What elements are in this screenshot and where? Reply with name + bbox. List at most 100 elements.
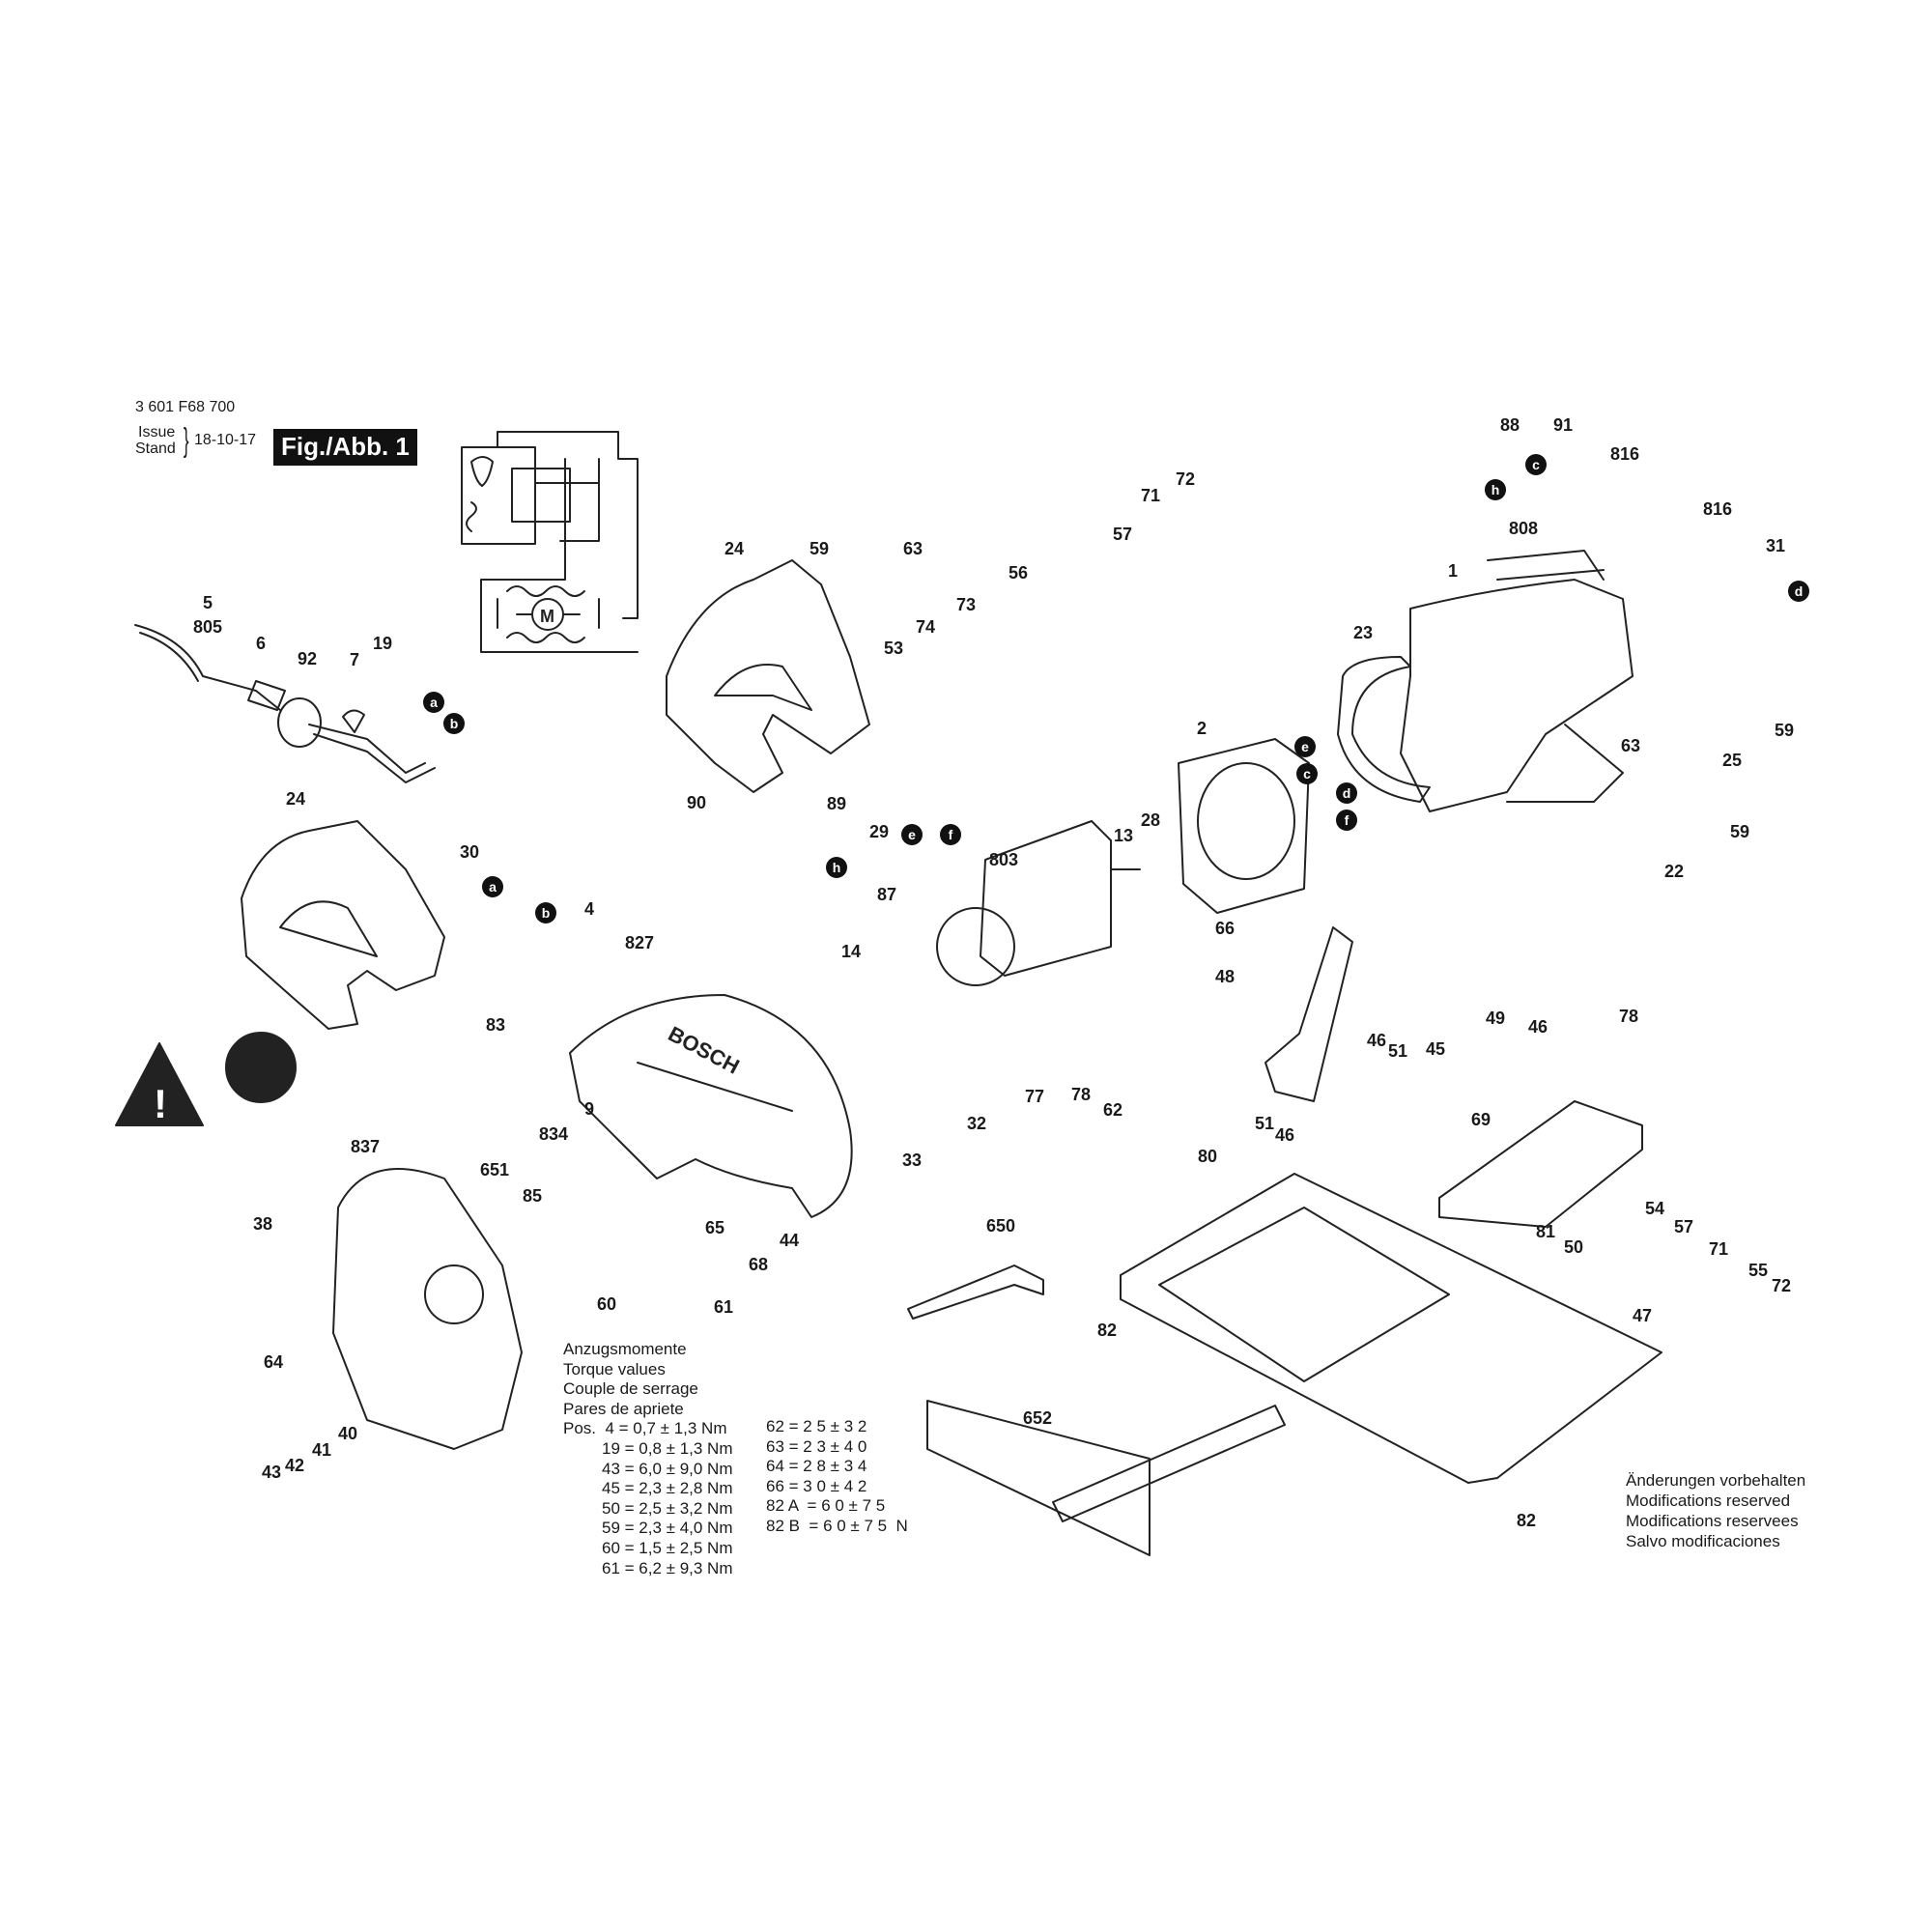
marker-a-cord: a (423, 692, 444, 713)
part-805: 805 (193, 617, 222, 637)
part-43: 43 (262, 1463, 281, 1482)
blade-guard (569, 994, 853, 1218)
svg-text:h: h (833, 860, 841, 875)
torque-title: Couple de serrage (563, 1379, 698, 1399)
part-46-b: 46 (1367, 1031, 1386, 1050)
modifications-line: Änderungen vorbehalten (1626, 1471, 1806, 1490)
part-6: 6 (256, 634, 266, 653)
depth-bracket (1264, 926, 1353, 1102)
part-41: 41 (312, 1440, 331, 1460)
part-7: 7 (350, 650, 359, 669)
marker-h-terminal: h (826, 857, 847, 878)
part-30: 30 (460, 842, 479, 862)
modifications-line: Salvo modificaciones (1626, 1532, 1780, 1550)
part-837: 837 (351, 1137, 380, 1156)
part-24-left: 24 (286, 789, 305, 809)
part-85: 85 (523, 1186, 542, 1206)
part-61: 61 (714, 1297, 733, 1317)
part-32: 32 (967, 1114, 986, 1133)
rip-fence (926, 1400, 1286, 1556)
part-65: 65 (705, 1218, 724, 1237)
part-62: 62 (1103, 1100, 1122, 1120)
marker-a-switch: a (482, 876, 503, 897)
manual-icon (225, 1032, 297, 1103)
header-brace: } (183, 422, 189, 459)
part-652: 652 (1023, 1408, 1052, 1428)
marker-c-brush: c (1525, 454, 1547, 475)
part-827: 827 (625, 933, 654, 952)
part-90: 90 (687, 793, 706, 812)
brand-text: BOSCH (665, 1021, 744, 1078)
modifications-note: Änderungen vorbehalten Modifications res… (1626, 1470, 1805, 1551)
part-51-b: 51 (1255, 1114, 1274, 1133)
warning-triangle (115, 1042, 204, 1126)
marker-d-stator: d (1336, 782, 1357, 804)
part-74: 74 (916, 617, 935, 637)
part-47: 47 (1633, 1306, 1652, 1325)
part-45: 45 (1426, 1039, 1445, 1059)
part-650: 650 (986, 1216, 1015, 1236)
wiring-schematic (461, 431, 639, 653)
lower-guard (332, 1168, 523, 1450)
torque-row: 64 = 2 8 ± 3 4 (766, 1457, 867, 1476)
part-63-right: 63 (1621, 736, 1640, 755)
part-64: 64 (264, 1352, 283, 1372)
svg-text:a: a (430, 695, 438, 710)
part-50: 50 (1564, 1237, 1583, 1257)
part-92: 92 (298, 649, 317, 668)
part-59-right: 59 (1775, 721, 1794, 740)
handle-housing-left (241, 820, 445, 1030)
part-69: 69 (1471, 1110, 1491, 1129)
torque-row: 60 = 1,5 ± 2,5 Nm (602, 1538, 733, 1557)
svg-text:d: d (1795, 583, 1804, 599)
marker-b-cord: b (443, 713, 465, 734)
marker-d-brush: d (1788, 581, 1809, 602)
svg-text:b: b (542, 905, 551, 921)
part-73: 73 (956, 595, 976, 614)
part-53: 53 (884, 639, 903, 658)
svg-text:c: c (1532, 457, 1540, 472)
modifications-line: Modifications reserved (1626, 1492, 1791, 1510)
part-22: 22 (1664, 862, 1684, 881)
marker-c-stator: c (1296, 763, 1318, 784)
part-57-top: 57 (1113, 525, 1132, 544)
part-88: 88 (1500, 415, 1520, 435)
torque-row: 66 = 3 0 ± 4 2 (766, 1476, 867, 1495)
part-48: 48 (1215, 967, 1235, 986)
part-82-top: 82 (1097, 1321, 1117, 1340)
part-63-top: 63 (903, 539, 923, 558)
svg-text:b: b (450, 716, 459, 731)
part-28: 28 (1141, 810, 1160, 830)
part-72-top: 72 (1176, 469, 1195, 489)
part-71-right: 71 (1709, 1239, 1728, 1259)
torque-row: 63 = 2 3 ± 4 0 (766, 1436, 867, 1456)
torque-row: Pos. 4 = 0,7 ± 1,3 Nm (563, 1419, 727, 1438)
torque-title: Anzugsmomente (563, 1340, 687, 1358)
pivot-bracket (1438, 1100, 1643, 1228)
motor-housing (1400, 550, 1634, 812)
part-2: 2 (1197, 719, 1207, 738)
part-1: 1 (1448, 561, 1458, 581)
torque-row: 61 = 6,2 ± 9,3 Nm (602, 1558, 733, 1577)
svg-text:e: e (908, 827, 916, 842)
marker-e-terminal: e (901, 824, 923, 845)
part-49: 49 (1486, 1009, 1505, 1028)
part-834: 834 (539, 1124, 568, 1144)
motor-symbol: M (540, 607, 554, 626)
part-44: 44 (780, 1231, 799, 1250)
part-5: 5 (203, 593, 213, 612)
part-816-a: 816 (1610, 444, 1639, 464)
svg-text:a: a (489, 879, 497, 895)
base-plate (1120, 1173, 1662, 1484)
part-59-top: 59 (810, 539, 829, 558)
marker-f-terminal: f (940, 824, 961, 845)
part-46-a: 46 (1528, 1017, 1548, 1037)
marker-h-brush: h (1485, 479, 1506, 500)
part-87: 87 (877, 885, 896, 904)
torque-row: 59 = 2,3 ± 4,0 Nm (602, 1519, 733, 1538)
part-25: 25 (1722, 751, 1742, 770)
part-9: 9 (584, 1099, 594, 1119)
torque-row: 82 A = 6 0 ± 7 5 (766, 1496, 886, 1516)
